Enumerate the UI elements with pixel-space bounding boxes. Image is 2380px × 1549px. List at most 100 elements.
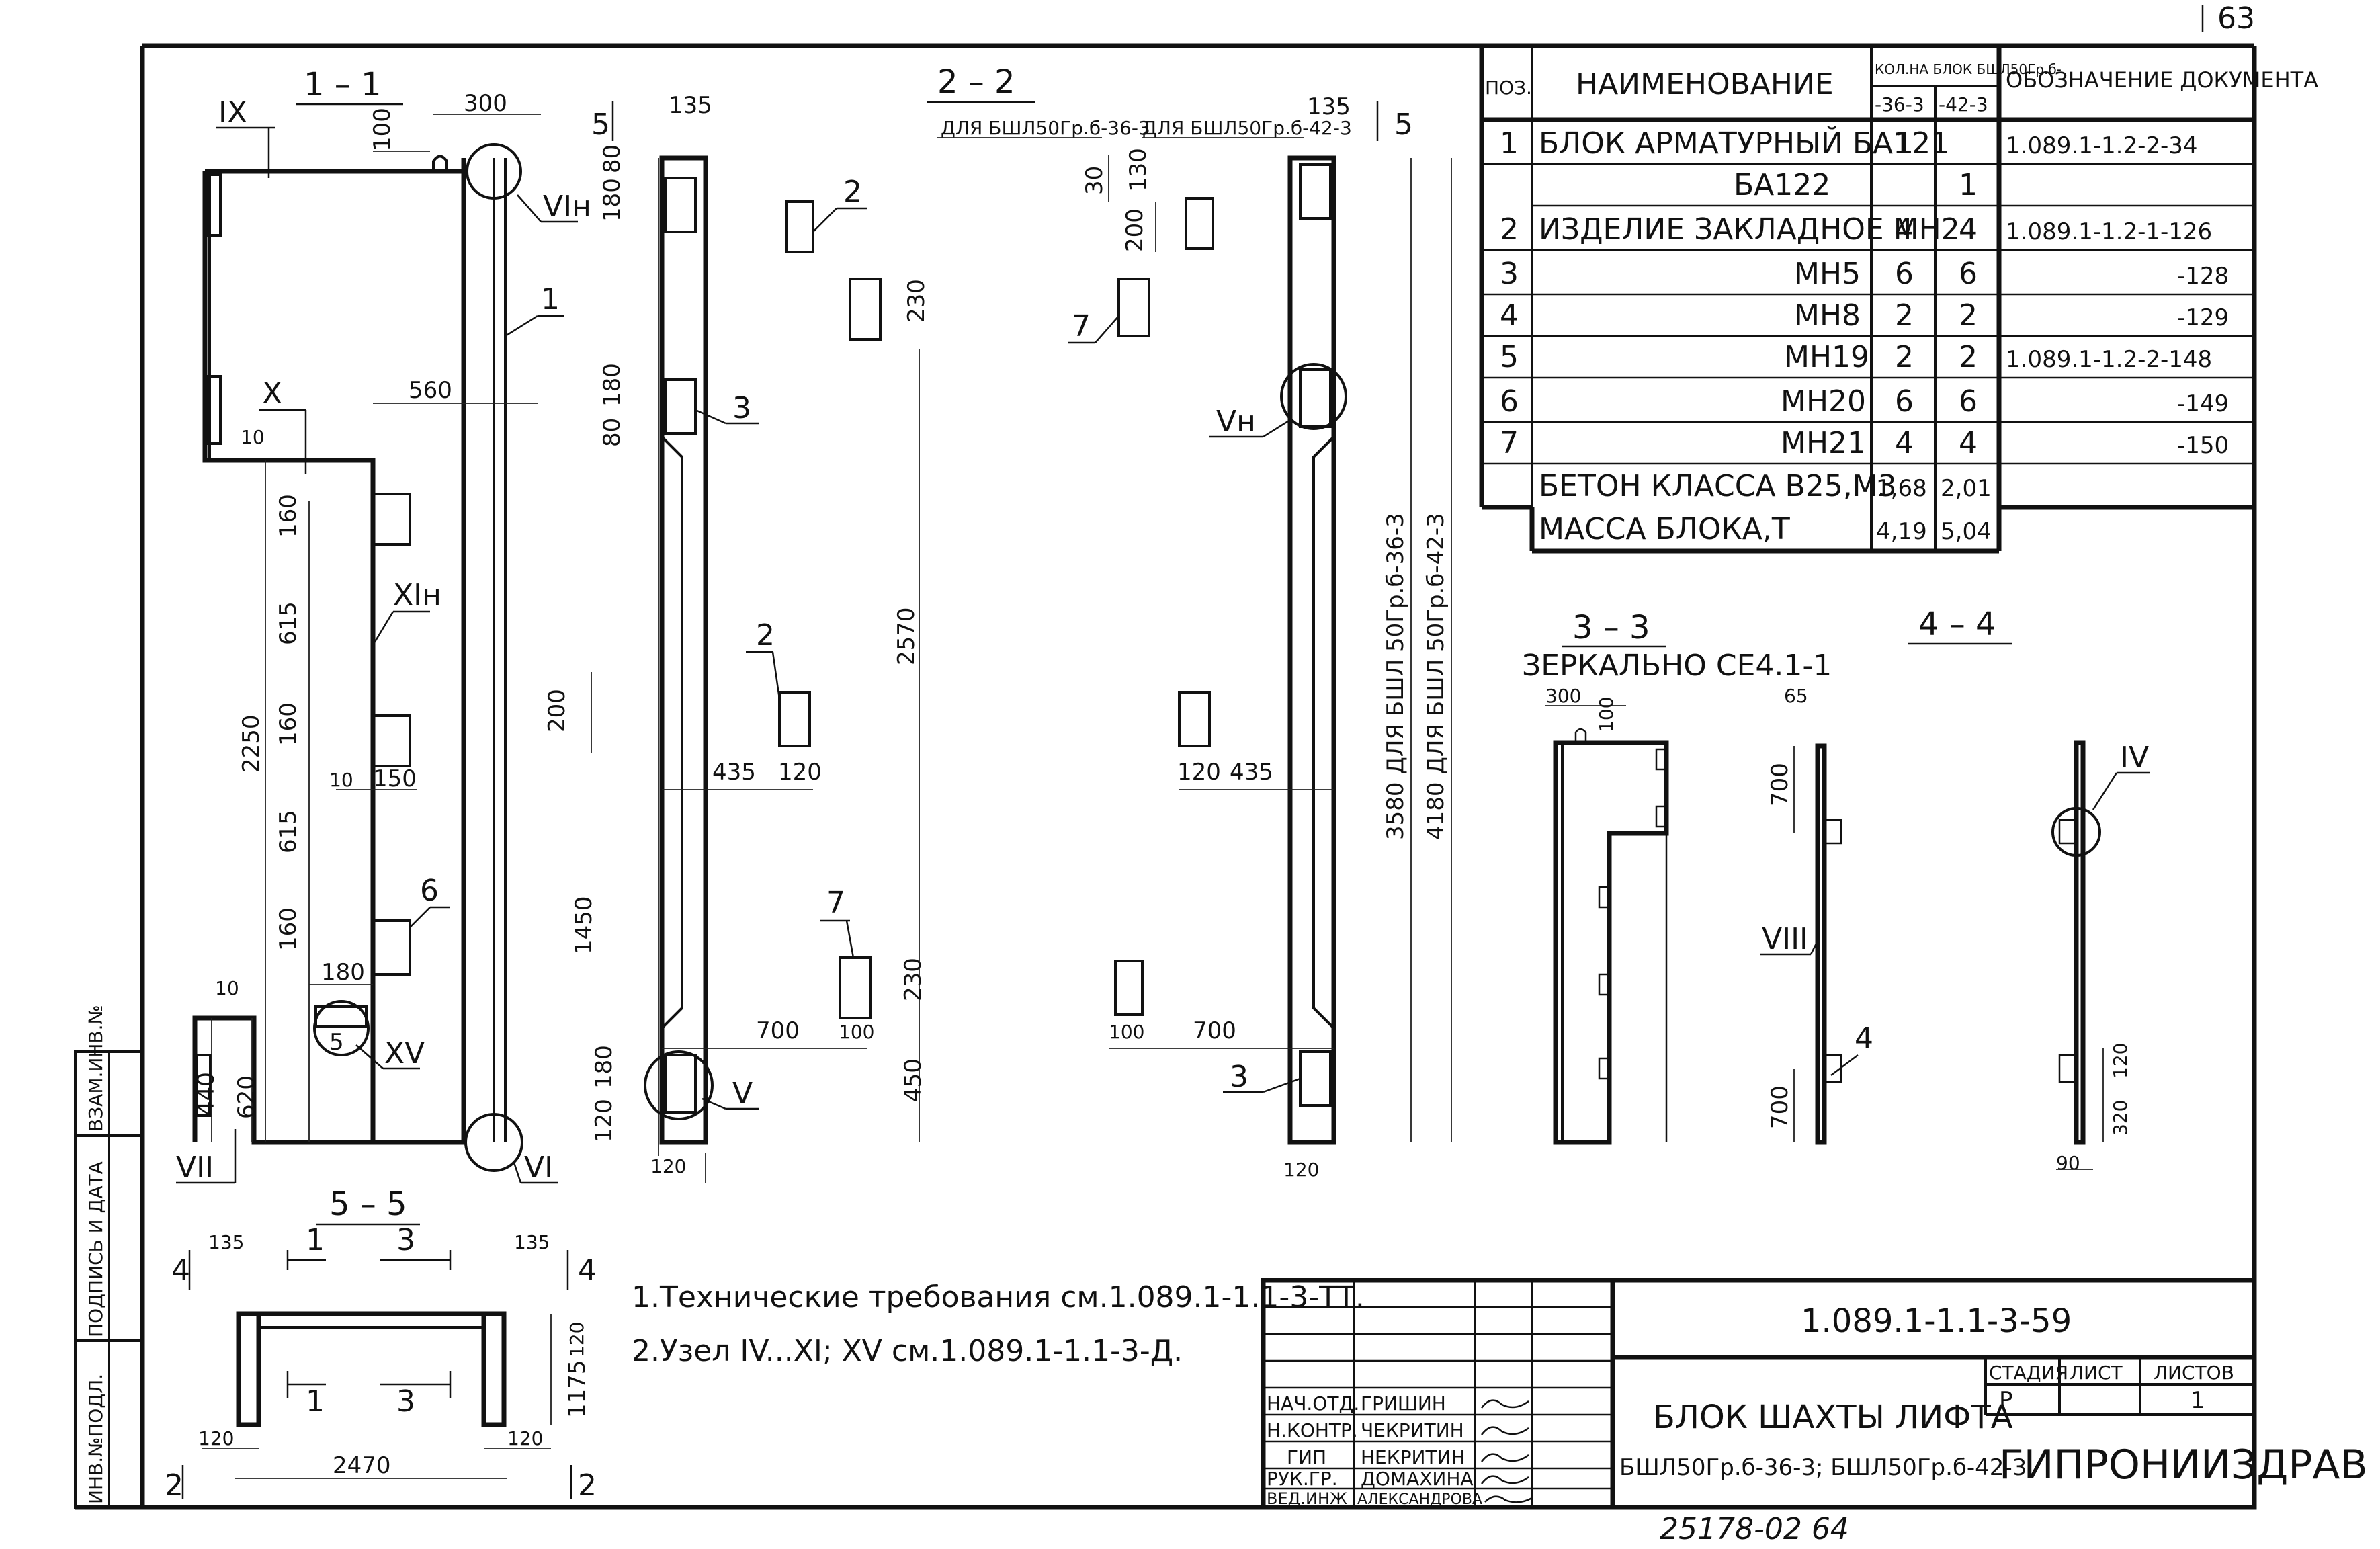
- pos-7-label-b: 7: [826, 886, 845, 920]
- note-2: 2.Узел IV...XI; XV см.1.089.1-1.1-3-Д.: [632, 1334, 1183, 1368]
- dim-2-2-120b: 120: [1177, 759, 1221, 786]
- dim-2-2-100b: 100: [1109, 1021, 1144, 1043]
- dim-1-1-180: 180: [321, 959, 365, 986]
- role-1: Н.КОНТР.: [1267, 1419, 1358, 1441]
- dim-2-2-1450: 1450: [570, 896, 597, 954]
- r3-q1: 6: [1895, 257, 1914, 291]
- dim-2-2-435b: 435: [1230, 759, 1273, 786]
- node-V: V: [732, 1077, 753, 1111]
- sheets-header: ЛИСТОВ: [2154, 1362, 2234, 1384]
- dim-2-2-435a: 435: [712, 759, 756, 786]
- r7-q2: 4: [1959, 426, 1978, 460]
- side-stamp-vzam: ВЗАМ.ИНВ.№: [85, 1005, 107, 1132]
- th-pos: ПОЗ.: [1485, 77, 1532, 99]
- dim-2-2-120a: 120: [778, 759, 822, 786]
- r3-doc: -128: [2177, 263, 2229, 290]
- node-IV: IV: [2120, 741, 2149, 775]
- dim-1-1-160c: 160: [275, 907, 302, 951]
- r5-q1: 2: [1895, 340, 1914, 374]
- r1-q2: 1: [1959, 168, 1978, 202]
- section-1-1: 1 – 1 300 100 560: [176, 66, 591, 1185]
- th-q2: -42-3: [1939, 93, 1988, 116]
- r8-q2: 2,01: [1941, 475, 1992, 502]
- role-1-name: ЧЕКРИТИН: [1361, 1419, 1464, 1441]
- dim-overall-4180: 4180 ДЛЯ БШЛ 50Гр.б-42-3: [1422, 513, 1449, 840]
- dim-1-1-10a: 10: [241, 426, 265, 448]
- r7-doc: -150: [2177, 432, 2229, 459]
- dim-4-4-90: 90: [2056, 1152, 2080, 1174]
- cut-2-right: 2: [578, 1468, 597, 1503]
- section-2-2-label: 2 – 2: [937, 63, 1015, 101]
- r4-doc: -129: [2177, 304, 2229, 331]
- r9-q2: 5,04: [1941, 518, 1992, 545]
- r0-doc: 1.089.1-1.2-2-34: [2006, 132, 2198, 159]
- signatures: [1481, 1399, 1533, 1503]
- title-block: 1.089.1-1.1-3-59 БЛОК ШАХТЫ ЛИФТА БШЛ50Г…: [1261, 1278, 2368, 1510]
- dim-2-2-120c: 120: [591, 1099, 618, 1142]
- r0-name: БЛОК АРМАТУРНЫЙ БА121: [1539, 125, 1949, 161]
- dim-2-2-80b: 80: [599, 418, 626, 447]
- r2-pos: 2: [1500, 212, 1519, 247]
- r4-q1: 2: [1895, 298, 1914, 333]
- role-2-name: НЕКРИТИН: [1361, 1446, 1465, 1468]
- role-3: РУК.ГР.: [1267, 1468, 1338, 1490]
- cut-4-left: 4: [171, 1253, 190, 1288]
- r0-pos: 1: [1500, 126, 1519, 161]
- section-3-3: 3 – 3 ЗЕРКАЛЬНО СЕ4.1-1 300 100: [1522, 609, 1832, 1145]
- dim-1-1-150: 150: [373, 765, 417, 792]
- r3-name: МН5: [1794, 257, 1861, 291]
- dim-2-2-130: 130: [1125, 148, 1152, 192]
- node-Vn: Vн: [1216, 405, 1256, 439]
- section-1-1-label: 1 – 1: [304, 66, 382, 103]
- r8-q1: 1,68: [1876, 475, 1927, 502]
- cut-3-top: 3: [396, 1223, 415, 1257]
- role-3-name: ДОМАХИНА: [1361, 1468, 1474, 1490]
- cut-5-right: 5: [1394, 108, 1413, 142]
- r3-pos: 3: [1500, 257, 1519, 291]
- r7-name: МН21: [1781, 426, 1866, 460]
- r6-q2: 6: [1959, 384, 1978, 419]
- r6-doc: -149: [2177, 390, 2229, 417]
- node-XIn: XIн: [393, 578, 441, 612]
- dim-5-5-1175: 1175: [564, 1359, 591, 1418]
- pos-3-label-b: 3: [1230, 1060, 1248, 1094]
- mirror-note: ЗЕРКАЛЬНО СЕ4.1-1: [1522, 648, 1832, 683]
- pos-6-label: 6: [420, 874, 439, 908]
- dim-2-2-180c: 180: [591, 1045, 618, 1089]
- th-name: НАИМЕНОВАНИЕ: [1576, 67, 1834, 101]
- dim-2-2-100a: 100: [839, 1021, 874, 1043]
- r6-pos: 6: [1500, 384, 1519, 419]
- dim-4-4-700a: 700: [1767, 763, 1793, 806]
- cut-4-right: 4: [578, 1253, 597, 1288]
- th-q1: -36-3: [1875, 93, 1924, 116]
- dim-2-2-200a: 200: [1121, 208, 1148, 252]
- th-qty: КОЛ.НА БЛОК БШЛ50Гр.б-: [1875, 61, 2062, 77]
- section-5-5: 5 – 5 1 3 1 3 4 4 2 2 135 135 120 1175 1…: [165, 1185, 597, 1503]
- dim-1-1-160a: 160: [275, 494, 302, 538]
- r6-q1: 6: [1895, 384, 1914, 419]
- r5-name: МН19: [1784, 340, 1869, 374]
- r4-q2: 2: [1959, 298, 1978, 333]
- r0-q1: 1: [1895, 126, 1914, 161]
- title-line-2: БШЛ50Гр.б-36-3; БШЛ50Гр.б-42-3: [1619, 1454, 2027, 1481]
- embeds-1-1: [314, 493, 411, 1028]
- doc-code: 1.089.1-1.1-3-59: [1801, 1302, 2072, 1340]
- node-XV: XV: [384, 1036, 425, 1071]
- dim-1-1-10b: 10: [329, 769, 353, 791]
- r2-q1: 4: [1895, 212, 1914, 247]
- r4-pos: 4: [1500, 298, 1519, 333]
- section-3-3-label: 3 – 3: [1572, 609, 1650, 646]
- r5-doc: 1.089.1-1.2-2-148: [2006, 346, 2212, 373]
- dim-5-5-2470: 2470: [333, 1452, 391, 1479]
- node-VII: VII: [176, 1150, 214, 1185]
- dim-5-5-135b: 135: [514, 1231, 550, 1253]
- dim-1-1-100: 100: [369, 108, 396, 151]
- role-4-name: АЛЕКСАНДРОВА: [1357, 1491, 1482, 1508]
- stage-header: СТАДИЯ: [1989, 1362, 2068, 1384]
- dim-1-1-10c: 10: [215, 977, 239, 999]
- dim-2-2-2570: 2570: [893, 607, 920, 665]
- dim-2-2-135b: 135: [1307, 93, 1351, 120]
- org-name: ГИПРОНИИЗДРАВ: [1999, 1441, 2368, 1489]
- page-number: 63: [2217, 1, 2255, 36]
- dim-4-4-65: 65: [1784, 685, 1808, 707]
